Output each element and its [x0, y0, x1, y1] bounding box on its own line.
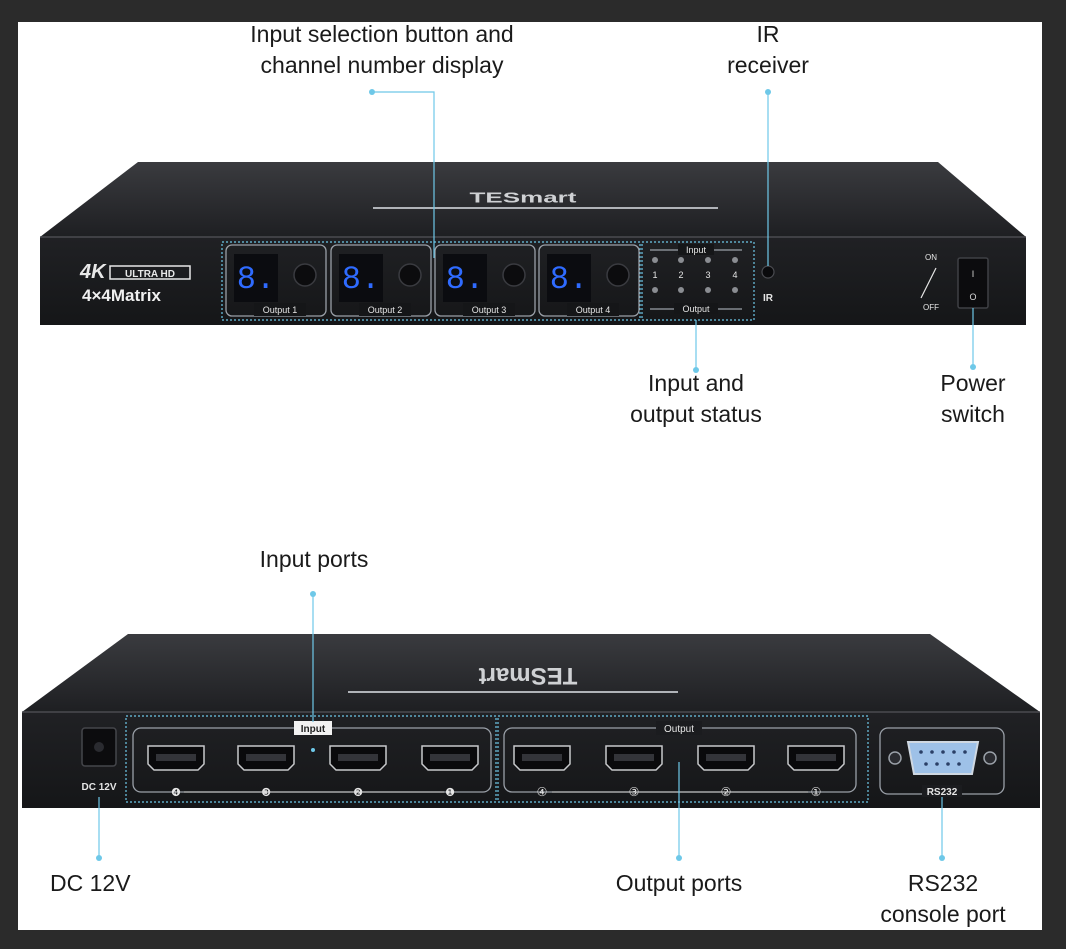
svg-text:TESmart: TESmart — [479, 662, 578, 689]
power-switch-area: ON OFF I O — [920, 253, 989, 312]
rs232-label: RS232 — [927, 787, 958, 798]
select-button-2[interactable] — [398, 263, 422, 287]
output-module-3: 8. Output 3 — [434, 244, 536, 317]
svg-text:④: ④ — [537, 785, 548, 799]
hdmi-output-4[interactable]: ④ — [513, 745, 571, 799]
diagram-canvas: TESmart 4K ULTRA HD 4×4Matrix 8. Output … — [18, 22, 1042, 930]
svg-text:I: I — [972, 269, 975, 279]
callout-power-switch: Power switch — [940, 370, 1006, 427]
model-name: 4×4Matrix — [82, 286, 161, 305]
svg-text:1: 1 — [652, 270, 657, 280]
output-label-4: Output 4 — [576, 305, 611, 315]
callout-output-ports: Output ports — [615, 870, 743, 896]
callout-input-selection: Input selection button and channel numbe… — [250, 22, 514, 78]
output-label-1: Output 1 — [263, 305, 298, 315]
callout-lines — [96, 89, 976, 861]
svg-text:TESmart: TESmart — [470, 190, 577, 206]
ir-label: IR — [763, 293, 774, 304]
ir-sensor: IR — [761, 265, 775, 304]
hdmi-input-3[interactable]: ❸ — [237, 745, 295, 799]
output-module-4: 8. Output 4 — [538, 244, 640, 317]
svg-text:❷: ❷ — [353, 787, 363, 799]
hdmi-output-1[interactable]: ① — [787, 745, 845, 799]
output-port-group: Output ④ ③ ② — [497, 715, 869, 803]
svg-text:❹: ❹ — [171, 787, 181, 799]
rear-unit: TESmart DC 12V Input ❹ — [22, 634, 1040, 808]
hdmi-input-1[interactable]: ❶ — [421, 745, 479, 799]
svg-text:2: 2 — [678, 270, 683, 280]
svg-text:3: 3 — [705, 270, 710, 280]
dc-label: DC 12V — [81, 782, 116, 793]
rear-brand-logo: TESmart — [348, 662, 678, 693]
device-illustration: TESmart 4K ULTRA HD 4×4Matrix 8. Output … — [22, 89, 1040, 861]
hdmi-input-4[interactable]: ❹ — [147, 745, 205, 799]
svg-text:❶: ❶ — [445, 787, 455, 799]
status-input-label: Input — [686, 245, 707, 255]
front-unit-top — [40, 162, 1026, 237]
select-button-3[interactable] — [502, 263, 526, 287]
callout-io-status: Input and output status — [630, 370, 762, 427]
svg-text:4: 4 — [732, 270, 737, 280]
front-brand-logo: TESmart — [373, 190, 718, 209]
svg-text:4K: 4K — [79, 261, 107, 283]
io-status-panel: Input Output 1 2 3 4 — [641, 241, 755, 321]
callout-dc-12v: DC 12V — [50, 870, 131, 896]
status-output-label: Output — [682, 304, 710, 314]
input-port-group: Input ❹ ❸ ❷ — [132, 721, 492, 799]
svg-text:O: O — [969, 292, 976, 302]
front-unit: TESmart 4K ULTRA HD 4×4Matrix 8. Output … — [40, 162, 1026, 325]
selection-group-outline — [221, 241, 641, 321]
rear-unit-top — [22, 634, 1040, 712]
output-group-label: Output — [664, 724, 694, 735]
ultra-hd-badge: 4K ULTRA HD 4×4Matrix — [79, 261, 191, 305]
callout-ir-receiver: IR receiver — [727, 22, 809, 78]
input-group-label: Input — [301, 724, 326, 735]
switch-off-label: OFF — [923, 303, 939, 312]
select-button-1[interactable] — [293, 263, 317, 287]
svg-text:ULTRA HD: ULTRA HD — [125, 269, 175, 280]
front-unit-face — [40, 237, 1026, 325]
dc-jack: DC 12V — [81, 727, 117, 793]
output-module-2: 8. Output 2 — [330, 244, 432, 317]
channel-display-3: 8. — [446, 261, 484, 298]
callout-input-ports: Input ports — [259, 546, 369, 572]
output-label-3: Output 3 — [472, 305, 507, 315]
rs232-port[interactable]: RS232 — [879, 727, 1005, 798]
svg-text:①: ① — [811, 785, 822, 799]
output-module-1: 8. Output 1 — [225, 244, 327, 317]
channel-display-1: 8. — [237, 261, 275, 298]
channel-display-2: 8. — [342, 261, 380, 298]
switch-on-label: ON — [925, 253, 937, 262]
svg-text:❸: ❸ — [261, 787, 271, 799]
hdmi-input-2[interactable]: ❷ — [329, 745, 387, 799]
channel-display-4: 8. — [550, 261, 588, 298]
output-label-2: Output 2 — [368, 305, 403, 315]
select-button-4[interactable] — [606, 263, 630, 287]
callout-rs232: RS232 console port — [880, 870, 1006, 927]
